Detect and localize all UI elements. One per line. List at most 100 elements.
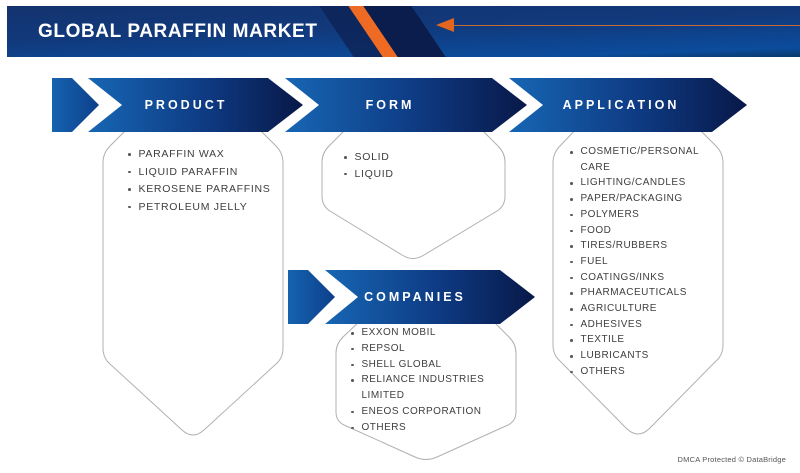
bullet-icon: [351, 332, 354, 335]
bullet-icon: [344, 172, 347, 175]
product-tail-chevron-icon: [52, 78, 99, 132]
list-item: LIQUID: [344, 166, 474, 183]
list-item-text: ADHESIVES: [580, 318, 643, 330]
list-item: FUEL: [570, 254, 716, 270]
bullet-icon: [570, 151, 573, 154]
list-item: LUBRICANTS: [570, 348, 716, 364]
list-item-text: TIRES/RUBBERS: [580, 240, 668, 252]
list-item: ENEOS CORPORATION: [351, 404, 507, 420]
list-item-text: COATINGS/INKS: [580, 271, 665, 283]
list-item-text: OTHERS: [361, 421, 407, 433]
list-item-text: PAPER/PACKAGING: [580, 193, 683, 205]
list-item-text: TEXTILE: [580, 334, 625, 346]
list-item: TIRES/RUBBERS: [570, 238, 716, 254]
list-item: COATINGS/INKS: [570, 270, 716, 286]
list-item: SOLID: [344, 149, 474, 166]
bullet-icon: [351, 426, 354, 430]
form-arrow-ribbon: [285, 78, 527, 132]
bullet-icon: [570, 182, 573, 185]
bullet-icon: [570, 229, 573, 233]
list-item: AGRICULTURE: [570, 301, 716, 317]
bullet-icon: [570, 370, 573, 374]
application-arrow-ribbon: [509, 78, 747, 132]
list-item-text: POLYMERS: [580, 208, 640, 220]
list-item: EXXON MOBIL: [351, 325, 507, 341]
left-arrow-icon: [436, 18, 454, 32]
bullet-icon: [351, 363, 354, 367]
header-banner: GLOBAL PARAFFIN MARKET: [7, 6, 800, 57]
bullet-icon: [570, 308, 573, 311]
form-ribbon-label: FORM: [365, 98, 415, 112]
bullet-icon: [570, 245, 573, 248]
list-item: PETROLEUM JELLY: [128, 199, 280, 217]
bullet-icon: [570, 323, 573, 327]
bullet-icon: [128, 205, 131, 208]
bullet-icon: [344, 156, 347, 159]
bullet-icon: [570, 213, 573, 217]
bullet-icon: [128, 188, 131, 191]
list-item: REPSOL: [351, 341, 507, 357]
bullet-icon: [351, 379, 354, 382]
list-item-text: PETROLEUM JELLY: [138, 200, 248, 213]
bullet-icon: [570, 260, 573, 264]
list-item: LIQUID PARAFFIN: [128, 164, 280, 182]
list-item: ADHESIVES: [570, 317, 716, 333]
list-item: PARAFFIN WAX: [128, 146, 280, 164]
companies-ribbon-label: COMPANIES: [364, 290, 466, 304]
watermark-text: DMCA Protected © DataBridge: [677, 455, 786, 464]
form-panel-shape: [321, 124, 506, 259]
bullet-icon: [570, 198, 573, 201]
list-item: PAPER/PACKAGING: [570, 191, 716, 207]
list-item-text: REPSOL: [361, 342, 406, 354]
list-item-text: KEROSENE PARAFFINS: [138, 183, 271, 195]
product-ribbon-label: PRODUCT: [144, 98, 228, 112]
list-item-text: LUBRICANTS: [580, 350, 649, 362]
companies-panel-shape: [335, 317, 517, 460]
list-item: LIGHTING/CANDLES: [570, 175, 716, 191]
bullet-icon: [128, 153, 131, 156]
list-item-text: LIGHTING/CANDLES: [580, 177, 686, 189]
list-item-text: ENEOS CORPORATION: [361, 405, 482, 417]
list-item: TEXTILE: [570, 332, 716, 348]
bullet-icon: [128, 170, 131, 173]
application-panel-shape: [552, 124, 724, 435]
companies-arrow-ribbon: [325, 270, 535, 324]
list-item: PHARMACEUTICALS: [570, 285, 716, 301]
bullet-icon: [351, 410, 354, 414]
list-item: OTHERS: [570, 364, 716, 380]
list-item: POLYMERS: [570, 207, 716, 223]
list-item-text: RELIANCE INDUSTRIES LIMITED: [361, 374, 485, 402]
list-item: OTHERS: [351, 420, 507, 436]
list-item-text: PHARMACEUTICALS: [580, 287, 687, 299]
list-item: COSMETIC/PERSONAL CARE: [570, 144, 716, 175]
list-item: SHELL GLOBAL: [351, 357, 507, 373]
list-item-text: SOLID: [354, 151, 390, 163]
list-item-text: PARAFFIN WAX: [138, 148, 225, 160]
companies-tail-chevron-icon: [288, 270, 335, 324]
list-item-text: SHELL GLOBAL: [361, 358, 442, 370]
product-arrow-ribbon: [88, 78, 303, 132]
list-item: FOOD: [570, 223, 716, 239]
bullet-icon: [351, 347, 354, 351]
list-item-text: AGRICULTURE: [580, 303, 657, 315]
bullet-icon: [570, 339, 573, 342]
list-item-text: EXXON MOBIL: [361, 327, 436, 338]
list-item-text: FOOD: [580, 224, 612, 236]
application-ribbon-label: APPLICATION: [562, 98, 680, 112]
arrow-line: [454, 24, 800, 26]
form-list: SOLID LIQUID: [344, 149, 474, 182]
list-item-text: FUEL: [580, 255, 609, 267]
product-panel-shape: [102, 124, 284, 436]
list-item: RELIANCE INDUSTRIES LIMITED: [351, 372, 507, 404]
list-item-text: LIQUID PARAFFIN: [138, 165, 239, 178]
product-list: PARAFFIN WAX LIQUID PARAFFIN KEROSENE PARA…: [128, 146, 280, 216]
bullet-icon: [570, 276, 573, 280]
list-item-text: LIQUID: [354, 167, 394, 180]
bullet-icon: [570, 292, 573, 295]
application-list: COSMETIC/PERSONAL CARE LIGHTING/CANDLES PA…: [570, 144, 716, 380]
companies-list: EXXON MOBIL REPSOL SHELL GLOBAL RELIANCE IN…: [351, 325, 507, 436]
list-item-text: OTHERS: [580, 365, 626, 377]
page-title: GLOBAL PARAFFIN MARKET: [38, 20, 318, 42]
